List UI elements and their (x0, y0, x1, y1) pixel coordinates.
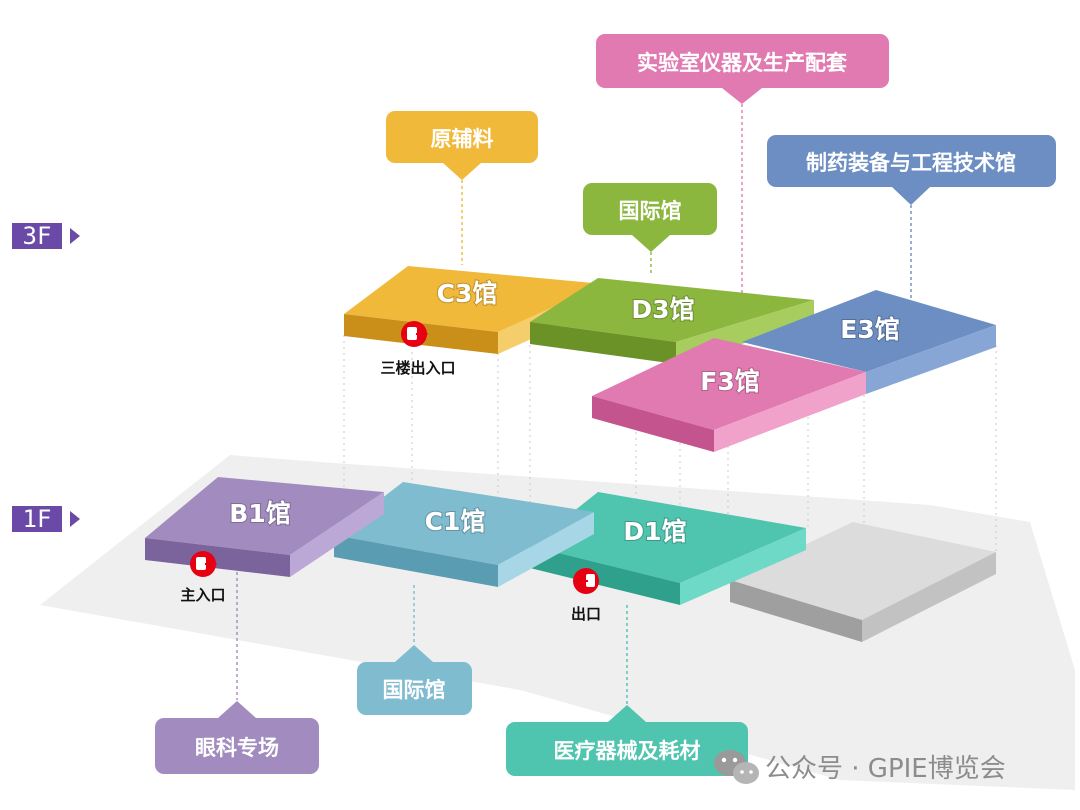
floor-marker-1f[interactable]: 1F (12, 505, 80, 533)
floor-marker-3f-label: 3F (23, 222, 52, 250)
hall-d1[interactable]: D1馆 (530, 492, 806, 605)
sign-international-1f-label: 国际馆 (383, 678, 446, 702)
hall-f3-label: F3馆 (700, 367, 759, 396)
sign-medical-devices[interactable]: 医疗器械及耗材 (506, 705, 748, 776)
sign-international-3f[interactable]: 国际馆 (583, 183, 717, 252)
sign-lab-equipment[interactable]: 实验室仪器及生产配套 (596, 34, 889, 104)
watermark-text: 公众号 · GPIE博览会 (765, 754, 1006, 784)
sign-lab-equipment-label: 实验室仪器及生产配套 (637, 51, 847, 75)
sign-ophthalmology[interactable]: 眼科专场 (155, 701, 319, 774)
exit-marker[interactable]: 出口 (571, 568, 601, 623)
hall-c3-label: C3馆 (437, 279, 498, 308)
exit-label: 出口 (571, 605, 601, 623)
third-floor-entrance-marker[interactable]: 三楼出入口 (380, 321, 456, 377)
wechat-icon (714, 750, 759, 784)
sign-raw-materials[interactable]: 原辅料 (386, 111, 538, 180)
floor-marker-1f-label: 1F (23, 505, 52, 533)
hall-blank (730, 522, 996, 642)
hall-e3[interactable]: E3馆 (742, 290, 996, 394)
hall-b1[interactable]: B1馆 (145, 477, 384, 577)
third-floor-entrance-label: 三楼出入口 (380, 359, 455, 377)
sign-international-1f[interactable]: 国际馆 (357, 645, 472, 715)
sign-raw-materials-label: 原辅料 (431, 127, 494, 151)
sign-international-3f-label: 国际馆 (619, 199, 682, 223)
sign-ophthalmology-label: 眼科专场 (195, 736, 279, 760)
floor-marker-3f[interactable]: 3F (12, 222, 80, 250)
hall-e3-label: E3馆 (840, 315, 899, 344)
main-entrance-label: 主入口 (180, 586, 225, 604)
hall-f3[interactable]: F3馆 (592, 338, 866, 452)
sign-pharma-equipment[interactable]: 制药装备与工程技术馆 (767, 135, 1056, 205)
hall-d1-label: D1馆 (623, 517, 686, 546)
main-entrance-marker[interactable]: 主入口 (180, 551, 226, 604)
sign-medical-devices-label: 医疗器械及耗材 (554, 739, 701, 763)
watermark: 公众号 · GPIE博览会 (714, 750, 1006, 784)
hall-c1-label: C1馆 (425, 507, 486, 536)
sign-pharma-equipment-label: 制药装备与工程技术馆 (806, 151, 1016, 175)
hall-c1[interactable]: C1馆 (334, 482, 594, 587)
hall-d3-label: D3馆 (631, 295, 694, 324)
hall-b1-label: B1馆 (229, 499, 290, 528)
